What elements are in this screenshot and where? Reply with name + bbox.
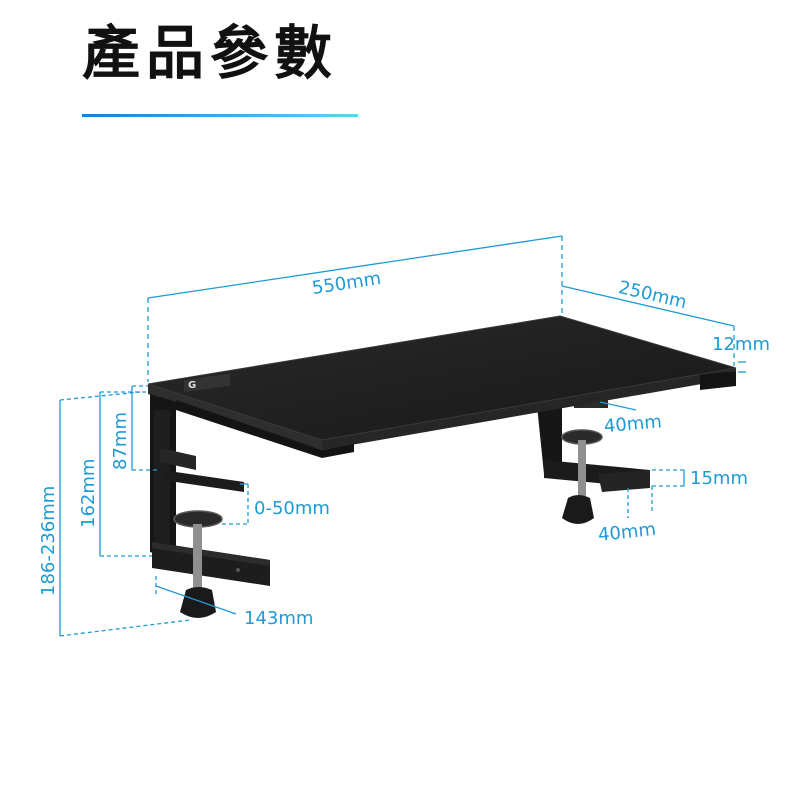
shelf-height-label: 87mm [110, 412, 131, 470]
clamp-height-label: 162mm [78, 459, 99, 528]
under-rail-back [700, 372, 736, 390]
board-front-edge [148, 384, 322, 450]
depth-label: 250mm [616, 277, 688, 313]
plate-width-label: 40mm [603, 411, 663, 437]
total-height-tick-bottom [59, 619, 191, 637]
brand-logo: G [184, 373, 230, 393]
page-title: 產品參數 [82, 19, 339, 87]
under-rail-front [176, 400, 354, 458]
jaw-thickness-label: 15mm [690, 468, 748, 489]
left-clamp [150, 394, 270, 618]
clamp-depth-line [155, 585, 237, 615]
board-side-edge [322, 368, 736, 450]
thickness-label: 12mm [712, 334, 770, 355]
jaw-depth-label: 40mm [597, 519, 657, 546]
total-height-label: 186-236mm [38, 486, 59, 596]
board-top [147, 315, 737, 441]
right-clamp [536, 392, 650, 524]
svg-text:G: G [188, 380, 196, 391]
title-underline [82, 114, 358, 117]
dimension-labels: 550mm 250mm 12mm 87mm 162mm 186-236mm 0-… [38, 268, 770, 629]
length-dimension-line [147, 235, 563, 299]
monitor-riser-illustration: G [147, 315, 737, 618]
dimension-lines [59, 235, 746, 637]
clamp-depth-label: 143mm [244, 608, 313, 629]
depth-dimension-line [561, 285, 735, 327]
clamp-range-label: 0-50mm [254, 498, 330, 519]
total-height-tick-top [59, 391, 141, 401]
plate-width-line [599, 401, 637, 411]
